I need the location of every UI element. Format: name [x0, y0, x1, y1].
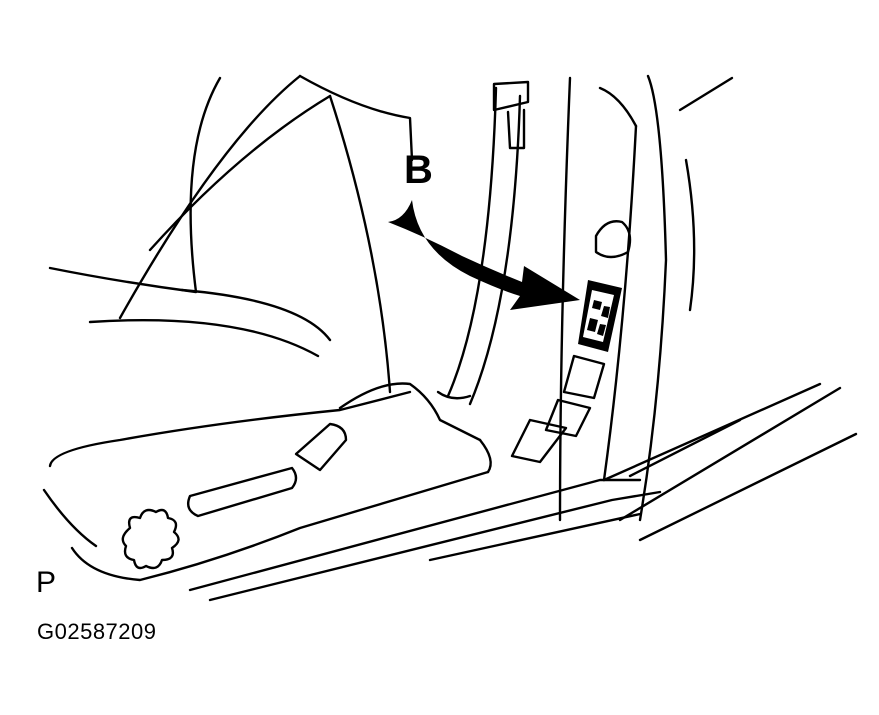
callout-label: B [404, 148, 433, 192]
seat-back [48, 74, 414, 394]
recline-knob [121, 508, 180, 570]
callout-arrow [388, 200, 580, 310]
seat-belt [436, 80, 530, 406]
door-sill-steps [510, 354, 606, 464]
certification-label [578, 280, 622, 352]
seat-rail [187, 422, 348, 518]
seat-cushion [42, 382, 492, 582]
door-pillar [558, 74, 734, 522]
pillar-clip [594, 220, 632, 259]
door-sill [188, 382, 858, 602]
figure-code: G02587209 [37, 619, 157, 644]
view-letter: P [36, 566, 57, 599]
